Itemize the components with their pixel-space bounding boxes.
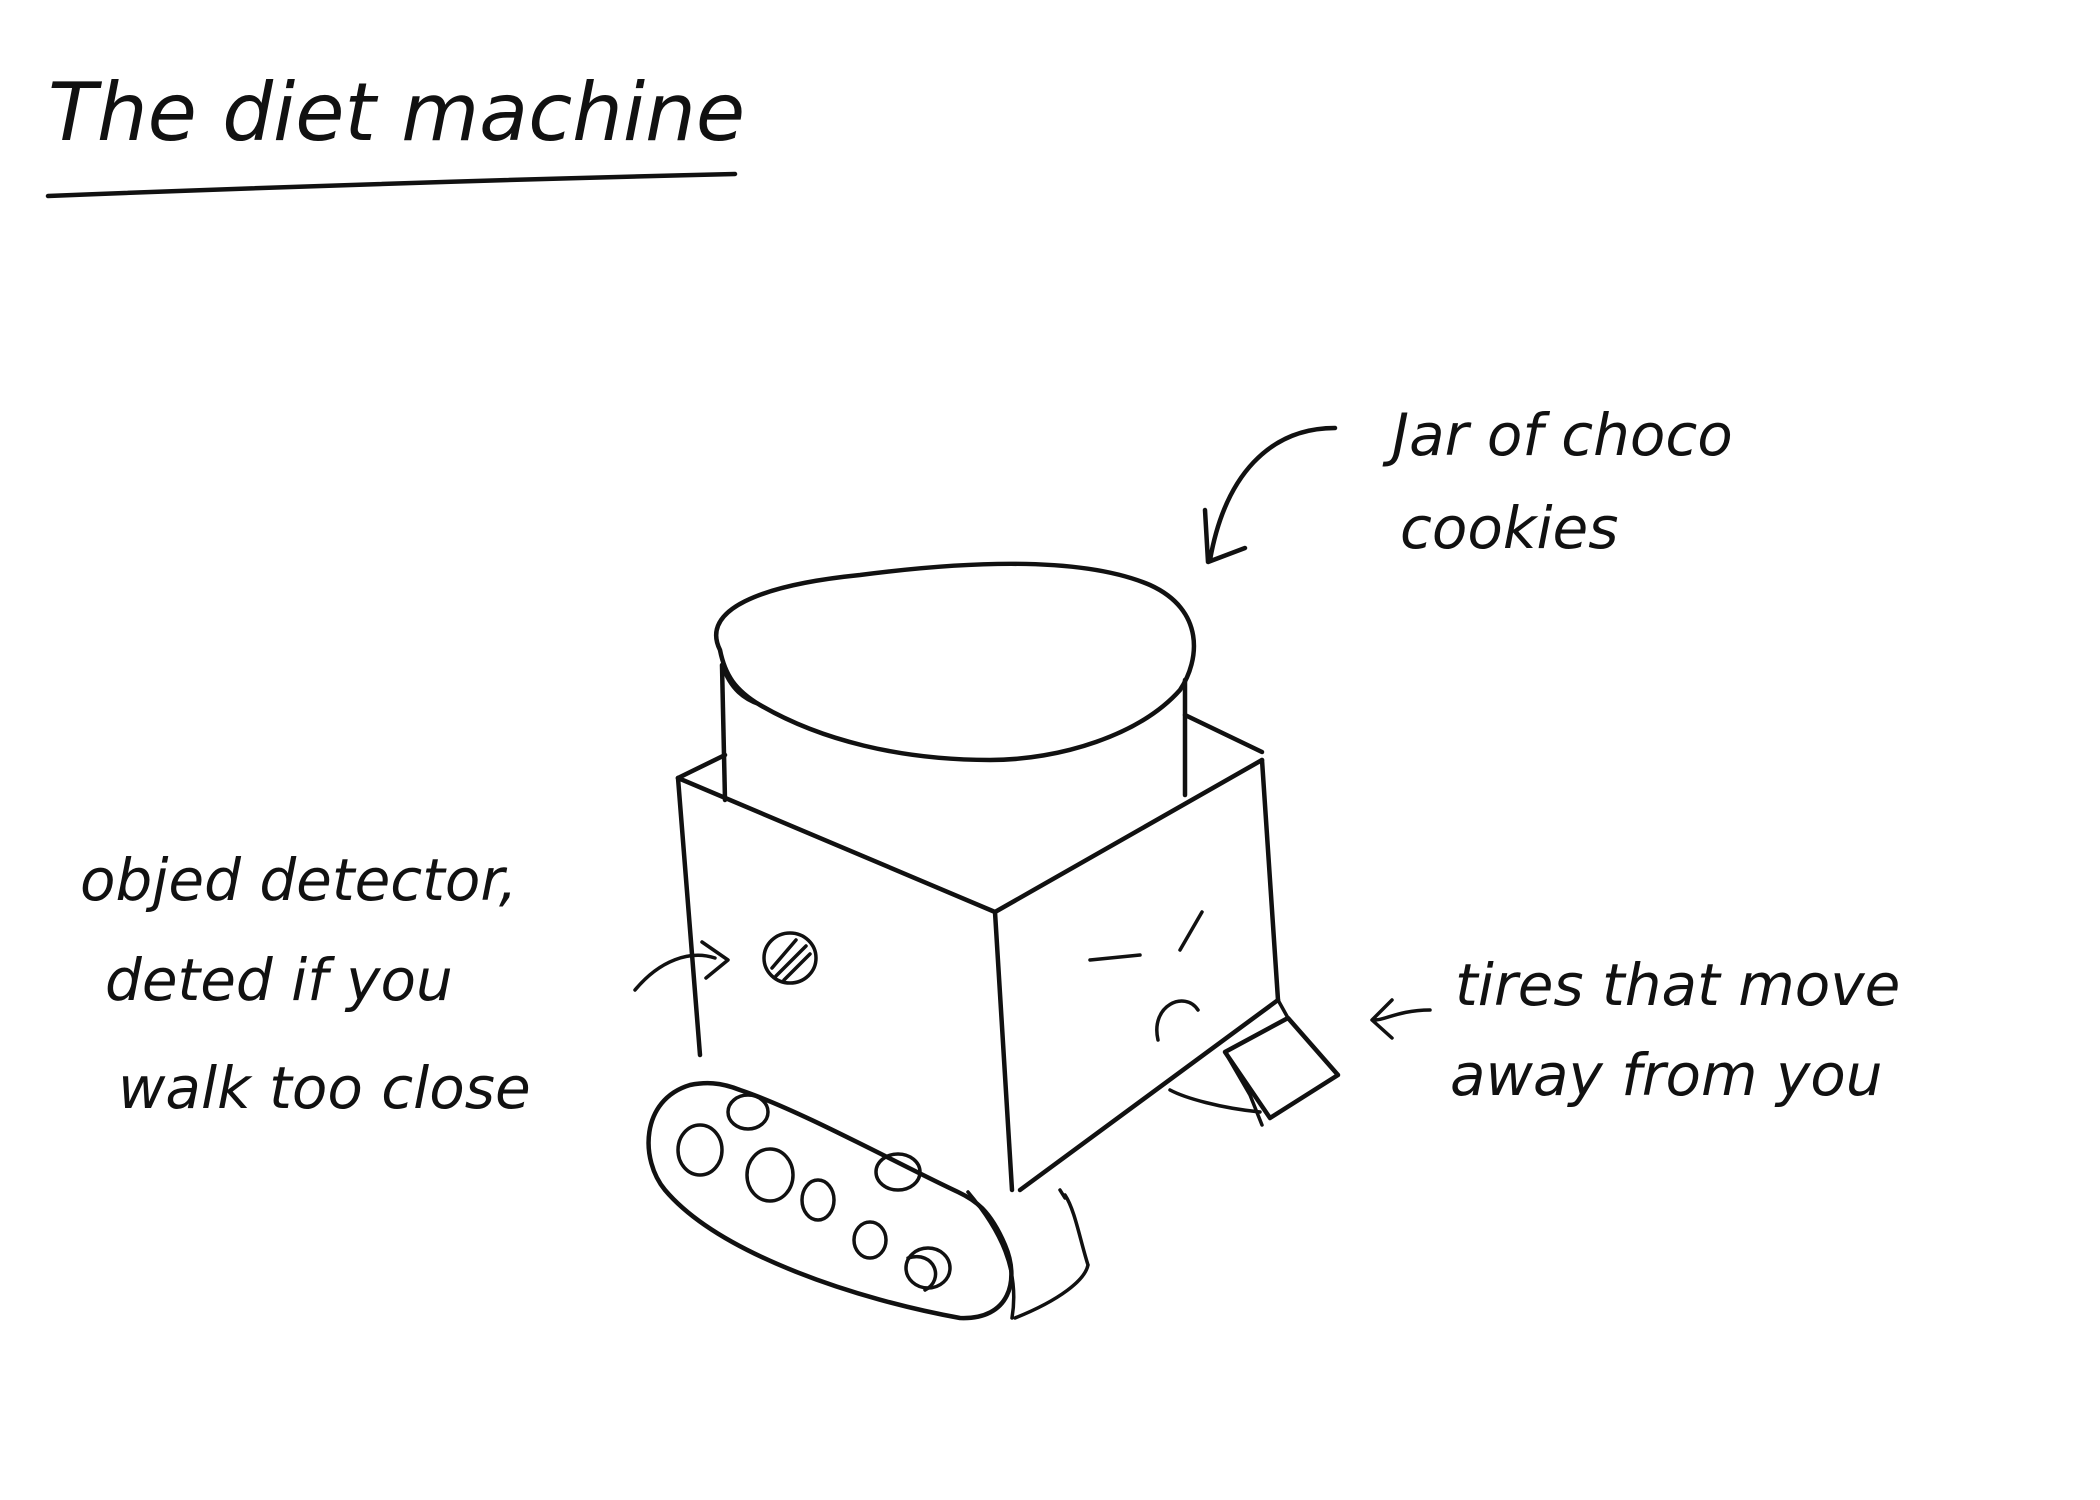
right-tire (1222, 1015, 1341, 1121)
jar-left-side (719, 662, 728, 803)
jar-arrow (1202, 425, 1338, 565)
jar-lid (713, 561, 1197, 763)
tires-label-line1: tires that move (1455, 951, 1900, 1019)
detector-arrow (633, 940, 730, 992)
jar-label-line2: cookies (1400, 494, 1618, 562)
jar-label-line1: Jar of choco (1382, 401, 1733, 469)
tread-wheels (676, 1093, 952, 1292)
detector-label-line1: objed detector, (80, 846, 517, 914)
box-left-face (675, 775, 1015, 1193)
page-title: The diet machine (48, 66, 745, 159)
detector-label-line2: deted if you (105, 946, 453, 1014)
tank-tread-side (966, 1188, 1090, 1320)
box-top-front-right (992, 757, 1265, 915)
box-left-edge (675, 775, 703, 1058)
box-top-back-right (1182, 712, 1265, 755)
right-tire-link (1168, 998, 1290, 1114)
face-eye-right (1178, 910, 1204, 952)
right-tire-leg (1223, 1050, 1264, 1127)
face-eye-left (1088, 953, 1142, 962)
tires-arrow (1370, 998, 1432, 1040)
tank-tread (646, 1080, 1014, 1321)
object-detector (762, 931, 818, 985)
box-bottom-right (1017, 997, 1281, 1193)
title-underline (45, 171, 738, 199)
face-frown (1155, 999, 1200, 1042)
detector-label-line3: walk too close (118, 1054, 531, 1122)
tires-label-line2: away from you (1450, 1041, 1883, 1109)
box-top-back-left (675, 752, 728, 781)
box-right-edge (1259, 757, 1281, 1003)
